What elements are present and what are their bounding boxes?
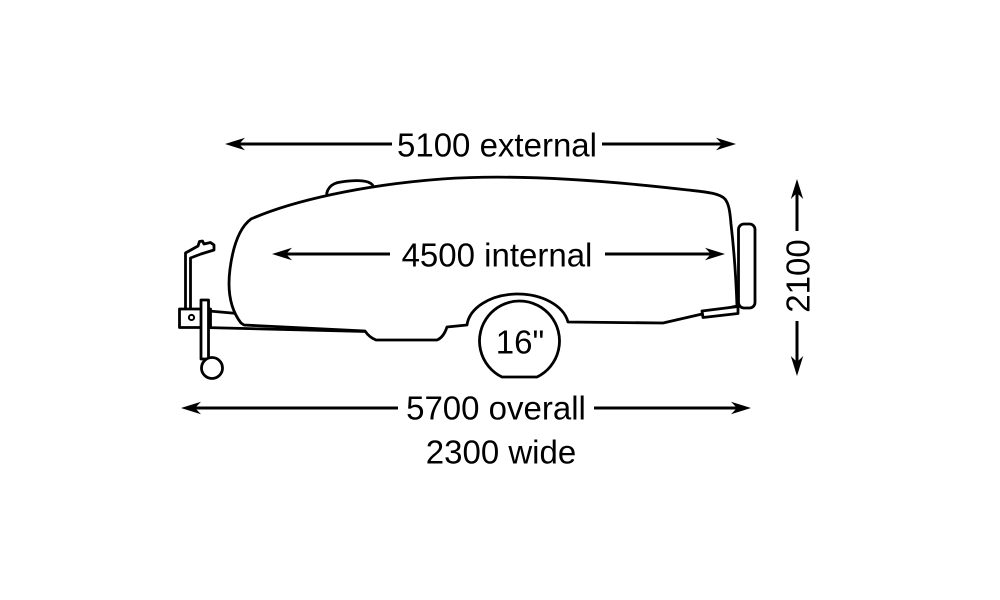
external-length-label: 5100 external (397, 127, 597, 164)
hitch-assembly (178, 239, 368, 380)
internal-length-label: 4500 internal (402, 237, 593, 274)
wheel-size-label: 16" (496, 324, 544, 361)
body-outline (227, 175, 739, 342)
width-label: 2300 wide (426, 434, 576, 471)
hitch-pin-hole (187, 313, 196, 322)
overall-length-label: 5700 overall (406, 390, 586, 427)
rear-bumper-box (737, 222, 757, 310)
jockey-wheel-shaft (199, 298, 210, 361)
dimension-internal-length: 4500 internal (272, 237, 725, 274)
rear-skirt-strip (700, 305, 740, 319)
dimension-overall-length: 5700 overall (181, 390, 751, 427)
dimension-width: 2300 wide (426, 434, 576, 471)
road-wheel (478, 299, 561, 379)
hitch-coupler (184, 239, 216, 312)
jockey-wheel (200, 356, 224, 380)
caravan-body: 16" (227, 175, 757, 379)
height-label: 2100 (780, 239, 817, 312)
dimension-external-length: 5100 external (225, 127, 736, 164)
dimension-height: 2100 (780, 179, 817, 376)
